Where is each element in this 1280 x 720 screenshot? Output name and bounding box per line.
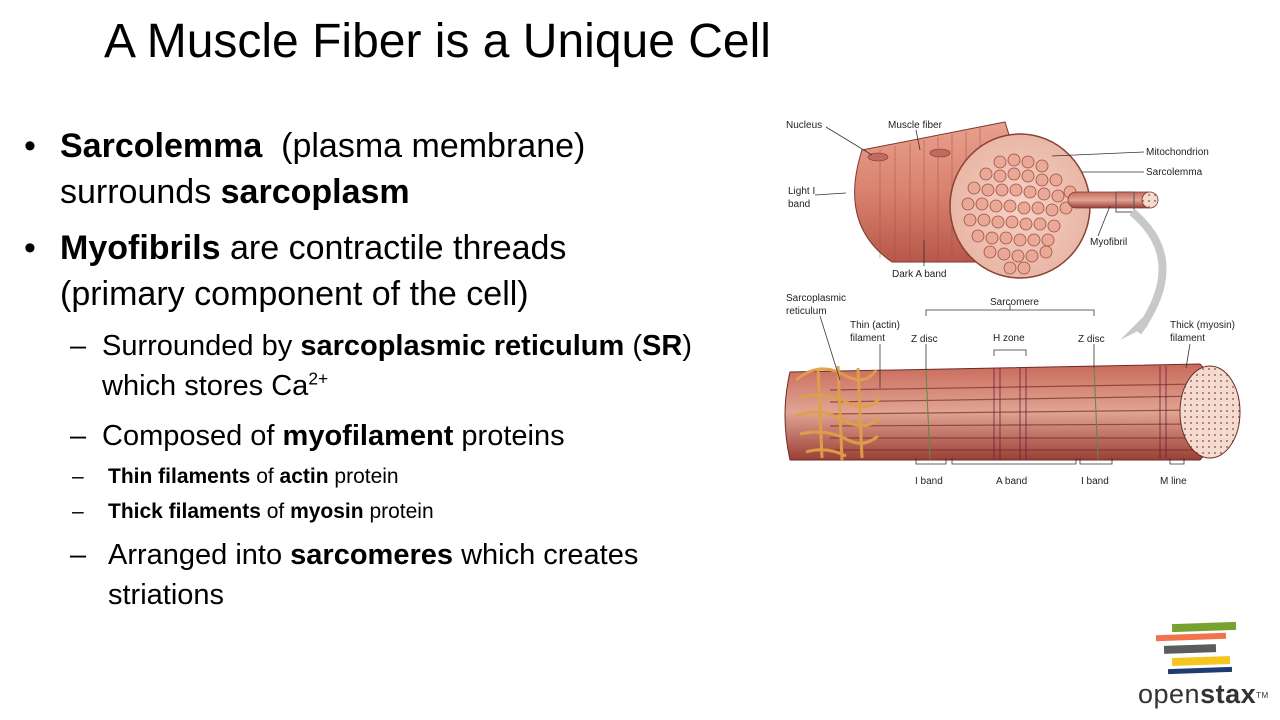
term-sarcolemma: Sarcolemma (60, 127, 263, 165)
sub-bullet-sarcomeres: – Arranged into sarcomeres which creates (70, 536, 638, 574)
label-i-band-right: I band (1081, 476, 1109, 487)
dash-marker: – (72, 500, 84, 523)
openstax-wordmark: openstaxTM (1138, 679, 1269, 709)
label-myofibril: Myofibril (1090, 237, 1127, 248)
term-sarcoplasm: sarcoplasm (220, 173, 410, 211)
muscle-fiber-diagram: Nucleus Muscle fiber Mitochondrion Sarco… (784, 120, 1241, 487)
bullet-sarcolemma: • Sarcolemma (plasma membrane) (24, 124, 585, 168)
logo-bar (1171, 621, 1237, 633)
term-actin: actin (279, 465, 329, 488)
myofibril-cross-sections (961, 153, 1077, 275)
label-m-line: M line (1160, 476, 1187, 487)
bullet-myofibrils-line2: (primary component of the cell) (60, 275, 529, 313)
logo-bar (1167, 666, 1233, 675)
muscle-fiber-illustration (854, 121, 1159, 279)
label-dark-a-band: Dark A band (892, 269, 946, 280)
label-thin-filament-2: filament (850, 333, 885, 344)
bullet-myofibrils: • Myofibrils are contractile threads (24, 226, 566, 270)
label-thick-filament-2: filament (1170, 333, 1205, 344)
label-sarcomere: Sarcomere (990, 297, 1039, 308)
label-light-i-band-1: Light I (788, 186, 815, 197)
bullet-dot: • (24, 127, 36, 165)
logo-bar (1171, 655, 1231, 667)
sub-bullet-thick-filaments: – Thick filaments of myosin protein (72, 497, 434, 527)
label-sarcolemma: Sarcolemma (1146, 167, 1203, 178)
logo-bar (1155, 632, 1227, 642)
label-sarcoplasmic-1: Sarcoplasmic (786, 293, 846, 304)
label-thin-filament-1: Thin (actin) (850, 320, 900, 331)
label-h-zone: H zone (993, 333, 1025, 344)
label-z-disc-right: Z disc (1078, 334, 1105, 345)
logo-bars (1155, 621, 1237, 675)
term-sarcoplasmic-reticulum: sarcoplasmic reticulum (300, 330, 625, 362)
label-sarcoplasmic-2: reticulum (786, 306, 827, 317)
bullet-dot: • (24, 229, 36, 267)
myofibril-enlarged (784, 363, 1241, 461)
term-myosin: myosin (290, 500, 364, 523)
label-z-disc-left: Z disc (911, 334, 938, 345)
sarcoplasmic-reticulum-mesh (795, 365, 882, 461)
term-sr: SR (642, 330, 683, 362)
dash-marker: – (70, 539, 87, 571)
slide-title: A Muscle Fiber is a Unique Cell (104, 15, 771, 68)
sub-bullet-myofilament: – Composed of myofilament proteins (70, 417, 565, 455)
label-leaders (814, 126, 1191, 465)
term-myofilament: myofilament (282, 420, 454, 452)
term-sarcomeres: sarcomeres (290, 539, 454, 571)
sub-bullet-sr-line2: which stores Ca2+ (102, 368, 329, 402)
sub-bullet-sarcomeres-line2: striations (108, 579, 225, 611)
label-i-band-left: I band (915, 476, 943, 487)
label-light-i-band-2: band (788, 199, 810, 210)
label-muscle-fiber: Muscle fiber (888, 120, 943, 131)
label-nucleus: Nucleus (786, 120, 822, 131)
zoom-arrow (1129, 208, 1167, 335)
logo-bar (1163, 644, 1217, 654)
term-thick-filaments: Thick filaments (108, 500, 261, 523)
dash-marker: – (72, 465, 84, 488)
label-a-band: A band (996, 476, 1027, 487)
label-thick-filament-1: Thick (myosin) (1170, 320, 1235, 331)
superscript-charge: 2+ (308, 368, 329, 389)
term-thin-filaments: Thin filaments (108, 465, 251, 488)
dash-marker: – (70, 420, 87, 452)
sub-bullet-thin-filaments: – Thin filaments of actin protein (72, 462, 399, 492)
openstax-logo (1155, 621, 1237, 675)
label-mitochondrion: Mitochondrion (1146, 147, 1209, 158)
sub-bullet-sr: – Surrounded by sarcoplasmic reticulum (… (70, 327, 692, 365)
dash-marker: – (70, 330, 87, 362)
term-myofibrils: Myofibrils (60, 229, 221, 267)
bullet-sarcolemma-line2: surrounds sarcoplasm (60, 173, 410, 211)
